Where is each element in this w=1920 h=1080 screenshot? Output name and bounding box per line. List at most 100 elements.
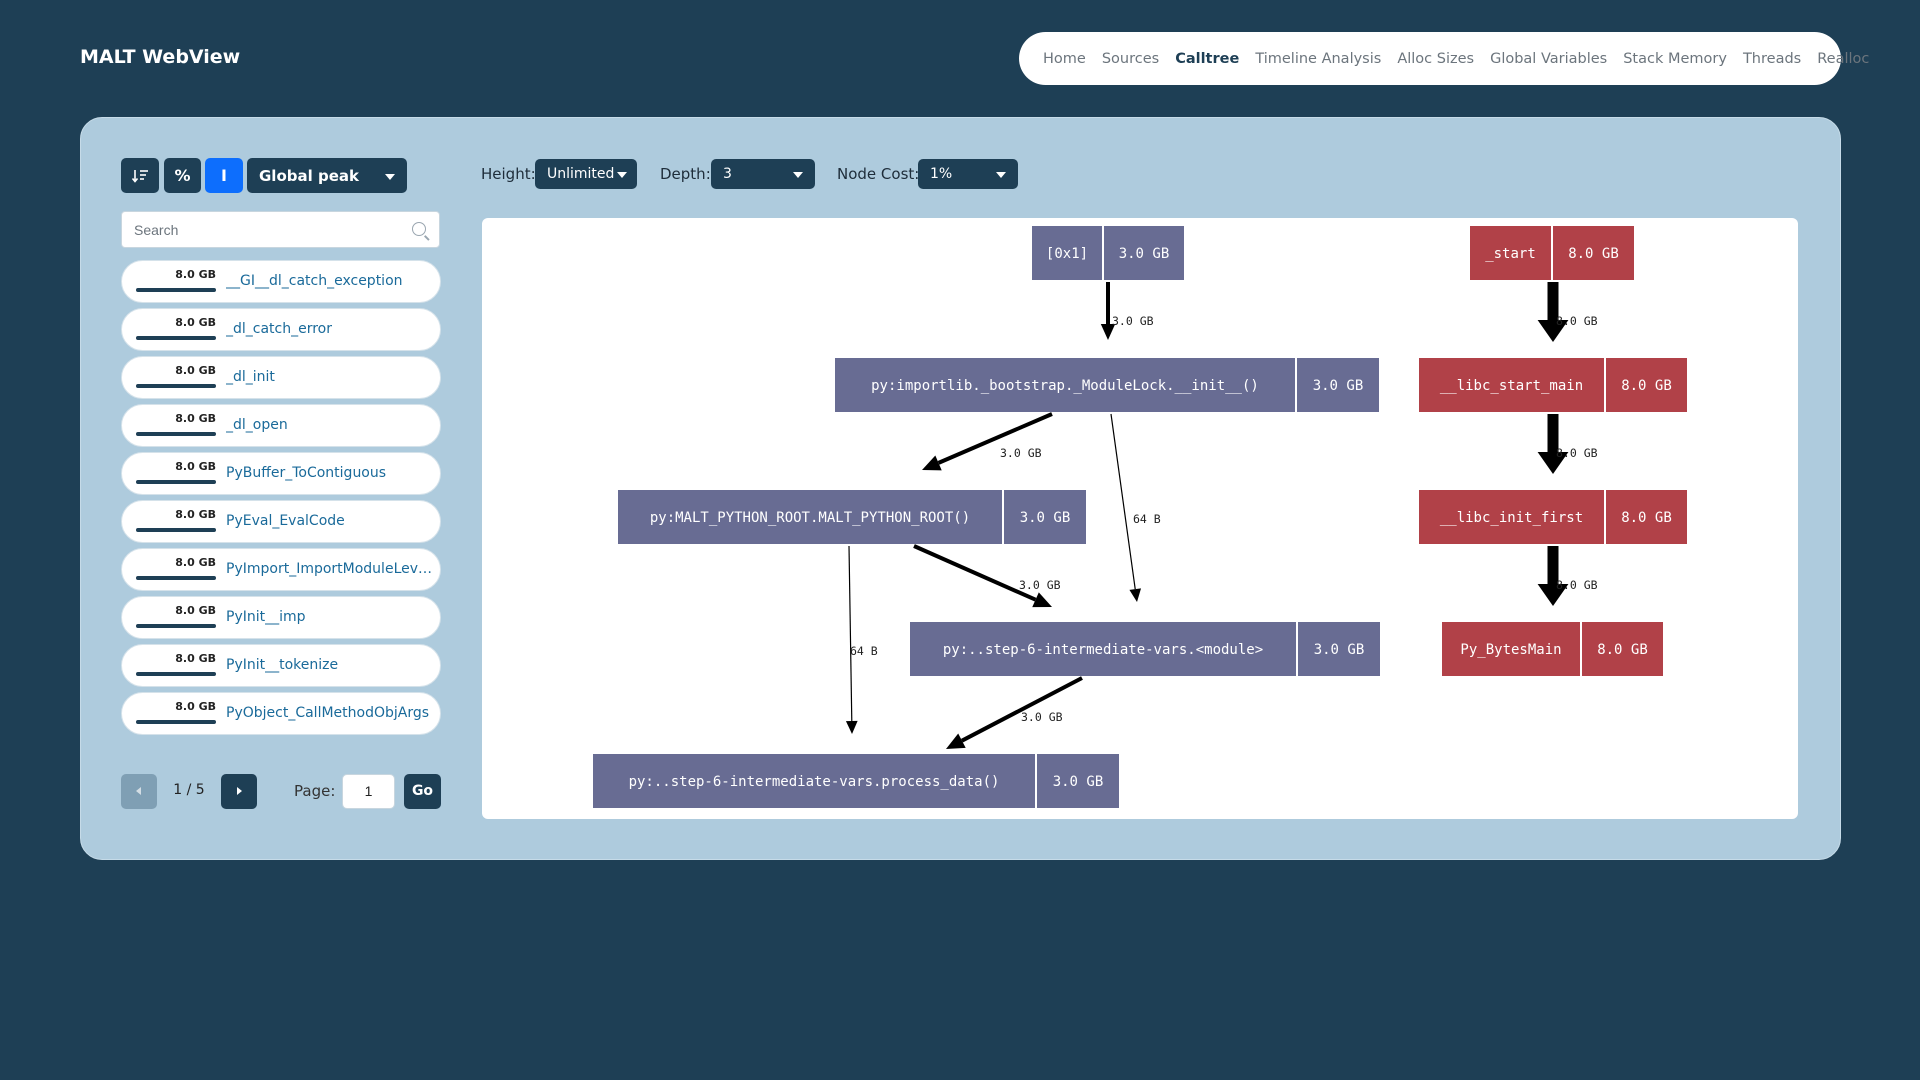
edge-label: 3.0 GB — [1019, 578, 1061, 592]
item-bar — [136, 384, 216, 388]
nav-sources[interactable]: Sources — [1101, 50, 1160, 67]
list-item[interactable]: 8.0 GB _dl_open — [121, 404, 441, 447]
item-value: 8.0 GB — [175, 412, 216, 425]
edge-line — [937, 412, 1053, 465]
item-value: 8.0 GB — [175, 508, 216, 521]
item-name: PyObject_CallMethodObjArgs — [226, 705, 430, 721]
node-value: 3.0 GB — [1119, 246, 1170, 262]
item-name: PyInit__tokenize — [226, 657, 339, 673]
edge-arrowhead — [1129, 588, 1142, 602]
sort-button[interactable] — [121, 158, 159, 193]
call-graph: 3.0 GB 3.0 GB 64 B 3.0 GB 64 B 3.0 GB 8.0 GB 8.… — [482, 218, 1798, 819]
node-label-box — [618, 490, 1002, 544]
item-name: PyImport_ImportModuleLevelObject — [226, 561, 436, 577]
caret-down-icon — [617, 172, 627, 178]
item-name: PyBuffer_ToContiguous — [226, 465, 387, 481]
search-icon[interactable] — [412, 222, 426, 236]
app-title: MALT WebView — [80, 46, 241, 68]
edge-label: 3.0 GB — [1000, 446, 1042, 460]
list-item[interactable]: 8.0 GB PyImport_ImportModuleLevelObject — [121, 548, 441, 591]
node-label: py:importlib._bootstrap._ModuleLock.__in… — [871, 378, 1259, 394]
list-item[interactable]: 8.0 GB PyInit__tokenize — [121, 644, 441, 687]
item-value: 8.0 GB — [175, 460, 216, 473]
chevron-left-icon — [136, 787, 141, 795]
go-button[interactable]: Go — [404, 774, 441, 809]
node-value-box — [1606, 490, 1687, 544]
graph-node[interactable]: py:importlib._bootstrap._ModuleLock.__in… — [835, 358, 1379, 412]
item-name: PyEval_EvalCode — [226, 513, 345, 529]
item-bar — [136, 720, 216, 724]
graph-node[interactable]: [0x1]3.0 GB — [1032, 226, 1184, 280]
node-value: 8.0 GB — [1621, 378, 1672, 394]
node-label: Py_BytesMain — [1460, 642, 1561, 658]
metric-select[interactable]: Global peak — [247, 158, 407, 193]
height-select[interactable]: Unlimited — [535, 159, 637, 189]
list-item[interactable]: 8.0 GB __GI__dl_catch_exception — [121, 260, 441, 303]
edge-label: 64 B — [1133, 512, 1161, 526]
caret-down-icon — [793, 172, 803, 178]
edge-label: 8.0 GB — [1556, 578, 1598, 592]
depth-label: Depth: — [660, 165, 711, 183]
nav-alloc-sizes[interactable]: Alloc Sizes — [1397, 50, 1475, 67]
info-toggle[interactable]: I — [205, 158, 243, 193]
nav-timeline-analysis[interactable]: Timeline Analysis — [1255, 50, 1382, 67]
node-value-box — [1606, 358, 1687, 412]
node-value-box — [1297, 358, 1379, 412]
list-item[interactable]: 8.0 GB PyInit__imp — [121, 596, 441, 639]
list-item[interactable]: 8.0 GB PyEval_EvalCode — [121, 500, 441, 543]
page-input[interactable]: 1 — [342, 774, 395, 809]
prev-page-button[interactable] — [121, 774, 157, 809]
node-value: 8.0 GB — [1568, 246, 1619, 262]
graph-node[interactable]: py:..step-6-intermediate-vars.<module>3.… — [910, 622, 1380, 676]
graph-node[interactable]: py:..step-6-intermediate-vars.process_da… — [593, 754, 1119, 808]
list-item[interactable]: 8.0 GB _dl_init — [121, 356, 441, 399]
caret-down-icon — [385, 173, 395, 180]
item-value: 8.0 GB — [175, 604, 216, 617]
sort-descending-icon — [131, 169, 148, 183]
node-label-box — [1419, 358, 1604, 412]
list-item[interactable]: 8.0 GB _dl_catch_error — [121, 308, 441, 351]
nav-calltree[interactable]: Calltree — [1175, 50, 1240, 67]
graph-node[interactable]: __libc_start_main 8.0 GB — [1419, 358, 1687, 412]
search-box — [121, 211, 440, 248]
nav-stack-memory[interactable]: Stack Memory — [1623, 50, 1727, 67]
nav-global-variables[interactable]: Global Variables — [1490, 50, 1608, 67]
node-value-box — [1004, 490, 1086, 544]
depth-value: 3 — [723, 166, 732, 182]
edge-arrowhead — [845, 720, 858, 734]
search-input[interactable] — [134, 212, 394, 247]
edge-label: 3.0 GB — [1112, 314, 1154, 328]
edge-arrowhead — [946, 733, 966, 749]
node-label-box — [1419, 490, 1604, 544]
chevron-right-icon — [237, 787, 242, 795]
list-item[interactable]: 8.0 GB PyBuffer_ToContiguous — [121, 452, 441, 495]
function-list: 8.0 GB __GI__dl_catch_exception 8.0 GB _… — [121, 260, 441, 740]
edge-arrowhead — [922, 455, 942, 471]
nav-threads[interactable]: Threads — [1742, 50, 1802, 67]
node-value-box — [1104, 226, 1184, 280]
list-item[interactable]: 8.0 GB PyObject_CallMethodObjArgs — [121, 692, 441, 735]
graph-node[interactable]: Py_BytesMain 8.0 GB — [1442, 622, 1663, 676]
metric-select-value: Global peak — [259, 166, 359, 185]
height-label: Height: — [481, 165, 536, 183]
node-label: __libc_start_main — [1440, 378, 1583, 394]
node-value: 8.0 GB — [1621, 510, 1672, 526]
depth-select[interactable]: 3 — [711, 159, 815, 189]
edge-arrowhead — [1537, 584, 1569, 606]
graph-node[interactable]: py:MALT_PYTHON_ROOT.MALT_PYTHON_ROOT()3.… — [618, 490, 1086, 544]
node-label-box — [593, 754, 1035, 808]
edge-label: 64 B — [850, 644, 878, 658]
node-label: _start — [1485, 246, 1536, 262]
item-bar — [136, 480, 216, 484]
graph-node[interactable]: _start 8.0 GB — [1470, 226, 1634, 280]
next-page-button[interactable] — [221, 774, 257, 809]
nav-home[interactable]: Home — [1043, 50, 1086, 67]
node-label: py:..step-6-intermediate-vars.process_da… — [629, 774, 1000, 790]
nav-realloc[interactable]: Realloc — [1817, 50, 1870, 67]
call-graph-svg: 3.0 GB 3.0 GB 64 B 3.0 GB 64 B 3.0 GB 8.0 GB 8.… — [593, 226, 1687, 808]
node-cost-select[interactable]: 1% — [918, 159, 1018, 189]
percent-toggle[interactable]: % — [164, 158, 201, 193]
node-value: 8.0 GB — [1597, 642, 1648, 658]
node-value-box — [1582, 622, 1663, 676]
